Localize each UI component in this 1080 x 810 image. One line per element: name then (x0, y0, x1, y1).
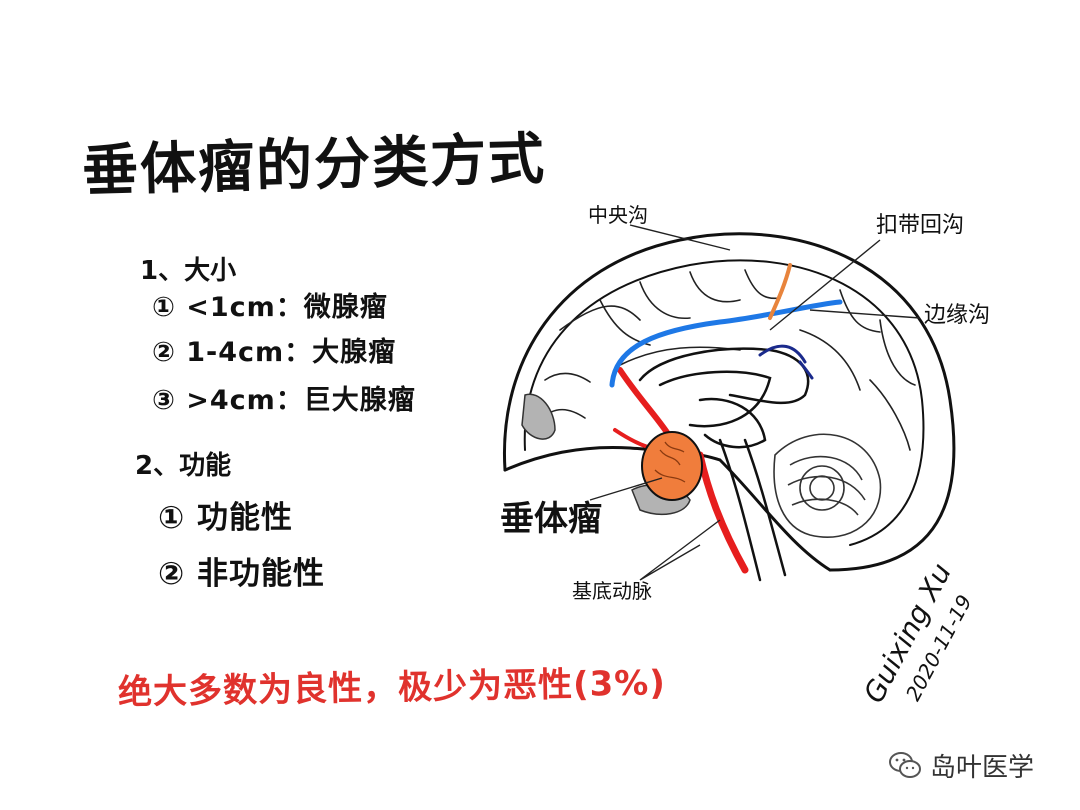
ventricle (658, 370, 772, 428)
gyrus-fold (799, 329, 861, 391)
central-sulcus-orange (768, 263, 792, 320)
label-pituitary-tumor: 垂体瘤 (500, 499, 602, 539)
basilar-artery (696, 451, 749, 574)
cingulate-sulcus (609, 299, 843, 388)
artist-signature: Guixing Xu 2020-11-19 (857, 558, 977, 709)
frontal-sinus (521, 393, 556, 440)
marginal-sulcus-navy (758, 344, 814, 380)
label-marginal-sulcus: 边缘沟 (924, 303, 990, 328)
size-item-macro: ② 1-4cm：大腺瘤 (152, 337, 397, 368)
gyrus-fold (559, 305, 641, 331)
gyrus-fold (689, 271, 741, 303)
size-item-giant: ③ >4cm：巨大腺瘤 (152, 385, 416, 416)
watermark-text: 岛叶医学 (930, 752, 1035, 783)
leader-pituitary-tumor (589, 477, 663, 501)
anterior-cerebral-artery (617, 367, 675, 443)
gyrus-fold (839, 289, 881, 333)
size-item-micro: ① <1cm：微腺瘤 (152, 292, 388, 323)
leader-central-sulcus (629, 224, 731, 251)
leader-cingulate-sulcus (769, 239, 881, 331)
skull-outline (502, 232, 956, 572)
section-heading-size: 1、大小 (140, 256, 237, 286)
label-basilar-artery: 基底动脉 (572, 579, 652, 603)
corpus-callosum (638, 347, 810, 405)
gyrus-fold (544, 372, 591, 383)
watermark: 岛叶医学 (888, 745, 1034, 785)
gyrus-fold (639, 281, 691, 320)
label-central-sulcus: 中央沟 (588, 203, 648, 227)
function-item-functional: ① 功能性 (158, 500, 294, 536)
gyrus-fold (744, 269, 781, 300)
gyrus-fold (879, 319, 916, 386)
cerebellum (773, 433, 882, 538)
wechat-icon (889, 752, 921, 778)
pituitary-tumor-shape (641, 431, 703, 501)
cortex-outline (523, 259, 925, 546)
gyrus-fold (869, 379, 911, 451)
brainstem (718, 438, 787, 582)
function-item-nonfunctional: ② 非功能性 (158, 556, 326, 592)
label-cingulate-sulcus: 扣带回沟 (876, 213, 964, 238)
leader-basilar-artery (639, 519, 721, 581)
leader-marginal-sulcus (809, 309, 921, 319)
section-heading-function: 2、功能 (135, 451, 232, 481)
